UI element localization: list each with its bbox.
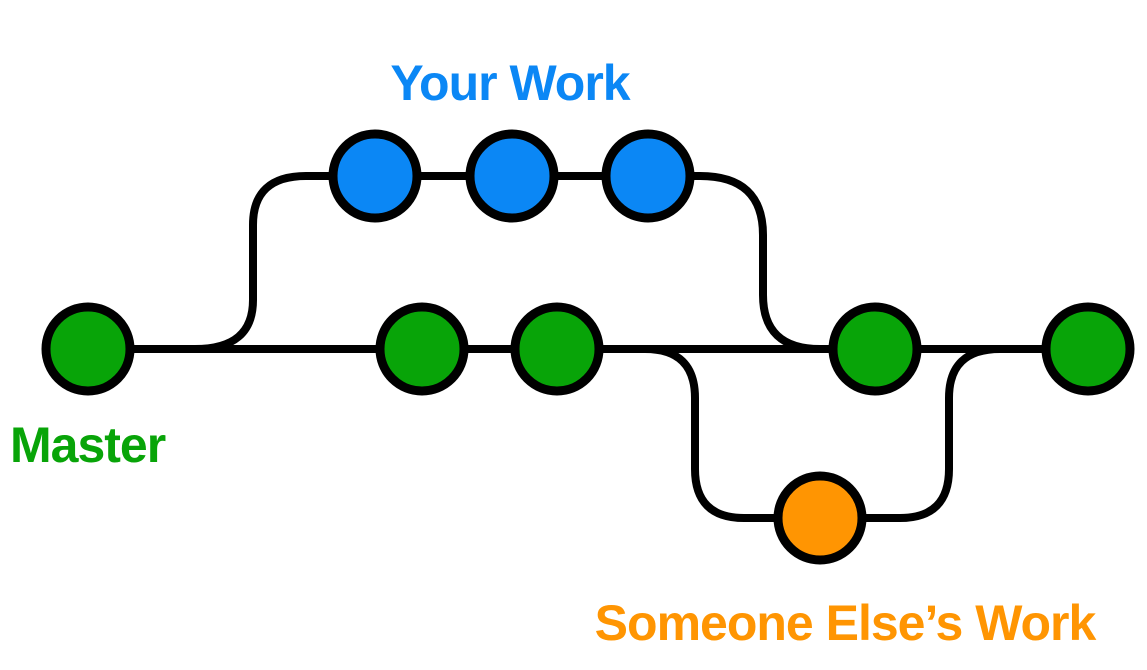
commit-node-master-4 [828,302,922,396]
commit-node-master-3 [510,302,604,396]
someone-elses-work-branch-label: Someone Else’s Work [594,595,1097,651]
commit-node-master-5 [1041,302,1135,396]
commit-node-your-work-2 [465,129,559,223]
your-work-branch-line [194,172,821,353]
your-work-branch-label: Your Work [390,55,630,111]
commit-node-your-work-1 [328,129,422,223]
commit-node-your-work-3 [601,129,695,223]
commit-nodes [41,129,1135,565]
commit-node-someone-elses-work-1 [773,471,867,565]
commit-node-master-2 [375,302,469,396]
commit-node-master-1 [41,302,135,396]
master-branch-label: Master [10,417,166,473]
